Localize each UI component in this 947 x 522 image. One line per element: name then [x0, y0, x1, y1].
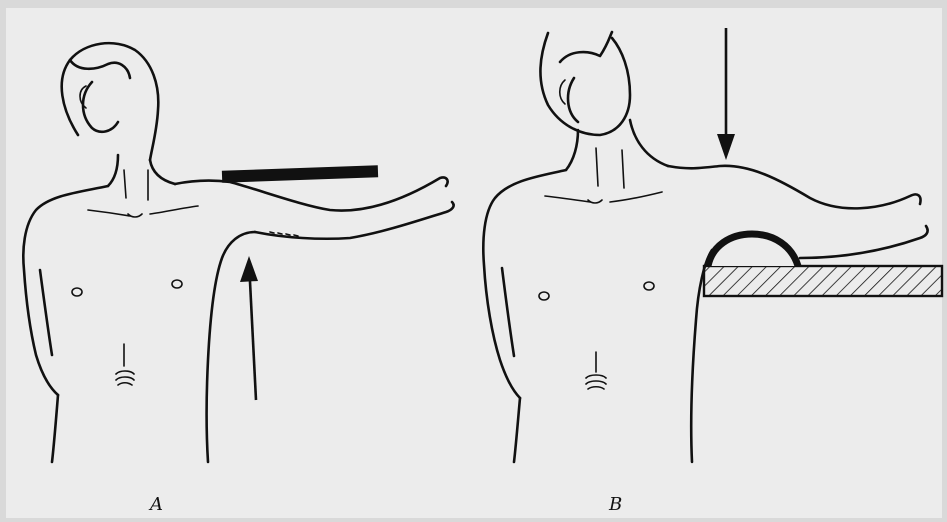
- panel-b-arrow-head: [717, 134, 735, 160]
- panel-b-ear: [560, 80, 565, 104]
- panel-b-neck-left: [566, 130, 578, 170]
- panel-b-face: [568, 78, 578, 122]
- panel-a-neck-right: [150, 160, 175, 184]
- panel-a-clavicles: [88, 206, 198, 216]
- panel-a-left-arm-inner: [40, 270, 52, 355]
- panel-b-head: [540, 33, 630, 135]
- panel-a-nipple-left: [72, 288, 82, 296]
- panel-b-hair: [560, 32, 612, 62]
- panel-a-figure: [23, 43, 453, 462]
- panel-b-figure: [483, 28, 942, 462]
- panel-b-navel: [586, 375, 606, 389]
- panel-b-left-arm-inner: [502, 268, 514, 356]
- panel-a-right-shoulder-top: [175, 177, 448, 210]
- panel-a-bar: [222, 165, 378, 182]
- panel-b-nipple-right: [644, 282, 654, 290]
- panel-b-left-torso: [514, 398, 520, 462]
- panel-a-navel: [116, 371, 134, 385]
- panel-a-left-torso: [52, 395, 58, 462]
- panel-b-nipple-left: [539, 292, 549, 300]
- panel-b-bolster: [708, 234, 798, 266]
- panel-b-neck-right: [630, 120, 668, 166]
- panel-a-arrow-head: [240, 256, 258, 282]
- panel-a-hair: [70, 60, 130, 78]
- panel-b-sternal-notch: [588, 200, 602, 203]
- panel-b-left-shoulder: [483, 170, 566, 398]
- panel-b-right-shoulder-top: [668, 166, 921, 209]
- panel-a-left-shoulder: [23, 186, 108, 395]
- panel-b-clavicles: [545, 192, 662, 202]
- panel-a-neck-left: [108, 155, 118, 186]
- panel-a-label: A: [150, 494, 164, 515]
- panel-a-neck-lines: [124, 170, 148, 200]
- panel-a-arrow-shaft: [249, 262, 256, 400]
- panel-b-table: [704, 266, 942, 296]
- panel-a-nipple-right: [172, 280, 182, 288]
- panel-b-neck-lines: [596, 148, 624, 188]
- panel-a-face: [83, 82, 118, 132]
- panel-a-right-arm-bottom: [255, 202, 454, 239]
- panel-b-right-arm-bottom: [800, 226, 928, 258]
- panel-a-head: [62, 43, 159, 160]
- panel-a-sternal-notch: [128, 214, 142, 217]
- panel-b-label: B: [609, 494, 623, 515]
